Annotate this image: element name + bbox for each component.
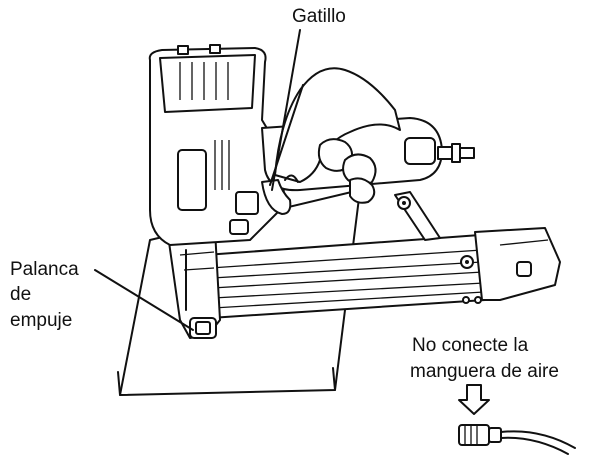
push-lever-label-3: empuje [10,310,72,331]
push-lever-label-2: de [10,284,31,305]
down-arrow-icon [459,385,489,414]
trigger-label: Gatillo [292,6,346,27]
push-lever-label-1: Palanca [10,259,79,280]
disconnect-warning-1: No conecte la [412,335,529,356]
handle-strut [395,192,440,240]
disconnect-warning-2: manguera de aire [410,361,559,382]
air-hose-icon [459,425,575,454]
